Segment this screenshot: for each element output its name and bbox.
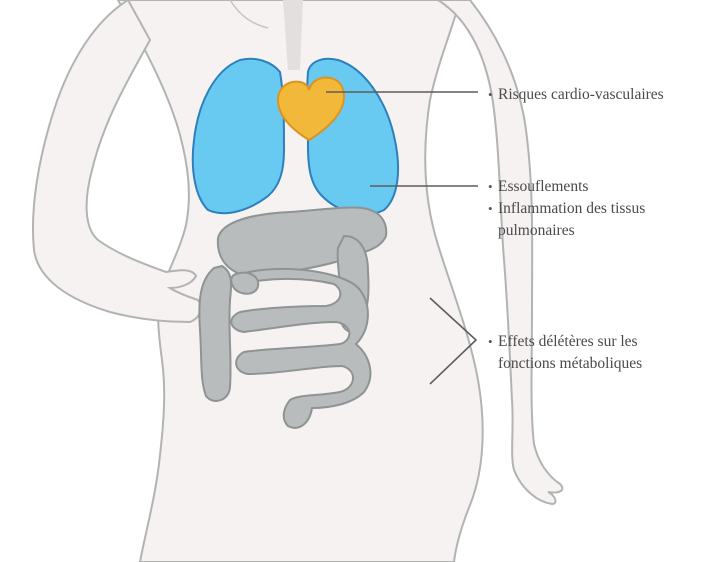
cecum: [231, 273, 258, 294]
callout-item: Risques cardio-vasculaires: [488, 84, 664, 106]
heart-callout: Risques cardio-vasculaires: [488, 84, 664, 106]
callout-item: Inflammation des tissus: [488, 198, 645, 220]
ascending-colon: [199, 266, 231, 401]
callout-item: Effets délétères sur les: [488, 331, 642, 353]
gut-callout: Effets délétères sur les fonctions métab…: [488, 331, 642, 375]
callout-item: pulmonaires: [488, 220, 645, 242]
callout-item: Essouflements: [488, 176, 645, 198]
lungs-callout: Essouflements Inflammation des tissus pu…: [488, 176, 645, 242]
callout-item: fonctions métaboliques: [488, 353, 642, 375]
